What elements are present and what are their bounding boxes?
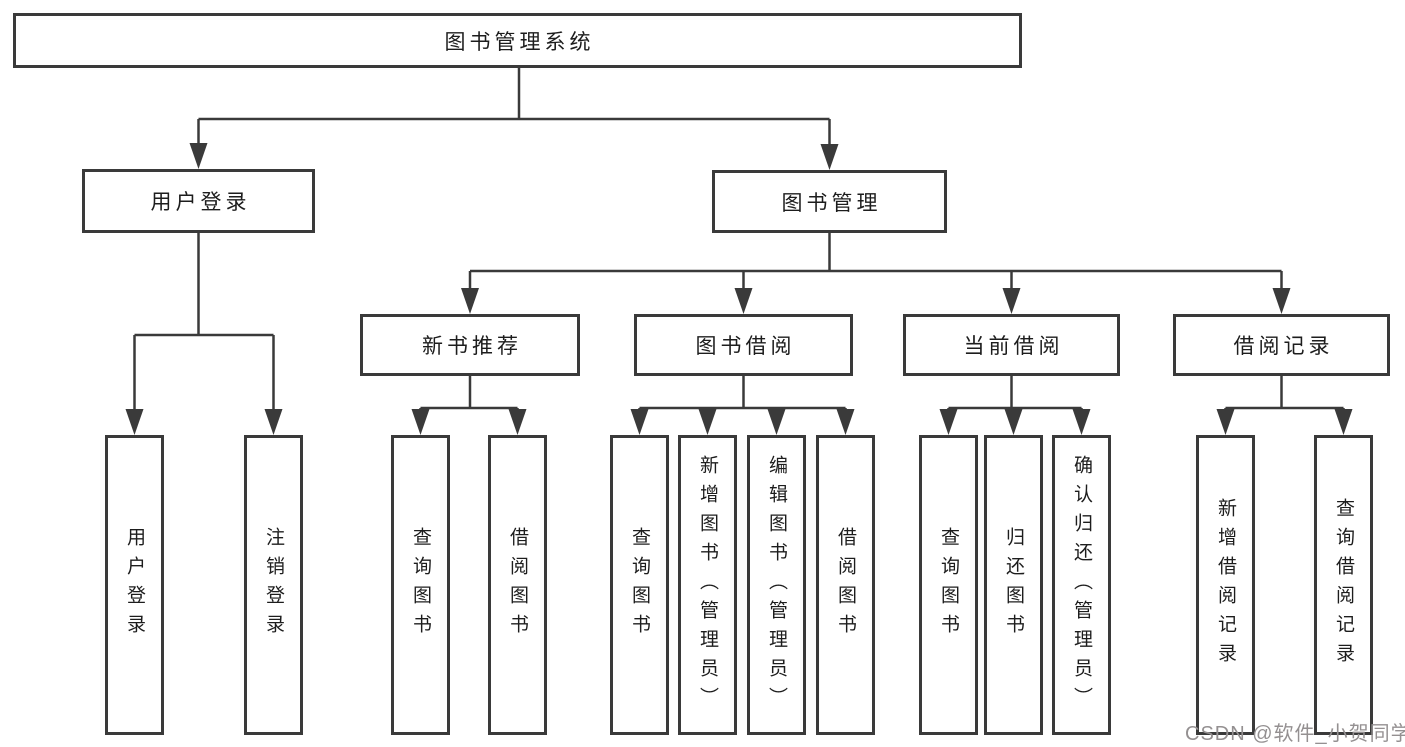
leaf-add-borrow-record: 新增借阅记录 [1196, 435, 1255, 735]
leaf-user-login: 用户登录 [105, 435, 164, 735]
leaf-confirm-return-admin: 确认归还（管理员） [1052, 435, 1111, 735]
node-current-borrowing: 当前借阅 [903, 314, 1120, 376]
node-user-login: 用户登录 [82, 169, 315, 233]
leaf-add-book-admin: 新增图书（管理员） [678, 435, 737, 735]
node-borrowing-records: 借阅记录 [1173, 314, 1390, 376]
csdn-watermark: CSDN @软件_小贺同学 [1185, 723, 1405, 745]
arrowheads [125, 143, 1353, 435]
node-root-library-system: 图书管理系统 [13, 13, 1022, 68]
node-book-borrowing: 图书借阅 [634, 314, 853, 376]
leaf-borrow-books-recommend: 借阅图书 [488, 435, 547, 735]
leaf-query-books-recommend: 查询图书 [391, 435, 450, 735]
leaf-logout: 注销登录 [244, 435, 303, 735]
leaf-query-books-current: 查询图书 [919, 435, 978, 735]
leaf-query-borrow-record: 查询借阅记录 [1314, 435, 1373, 735]
leaf-edit-book-admin: 编辑图书（管理员） [747, 435, 806, 735]
leaf-return-book: 归还图书 [984, 435, 1043, 735]
leaf-borrow-books: 借阅图书 [816, 435, 875, 735]
node-new-book-recommendation: 新书推荐 [360, 314, 580, 376]
node-book-management: 图书管理 [712, 170, 947, 233]
leaf-query-books-borrowing: 查询图书 [610, 435, 669, 735]
